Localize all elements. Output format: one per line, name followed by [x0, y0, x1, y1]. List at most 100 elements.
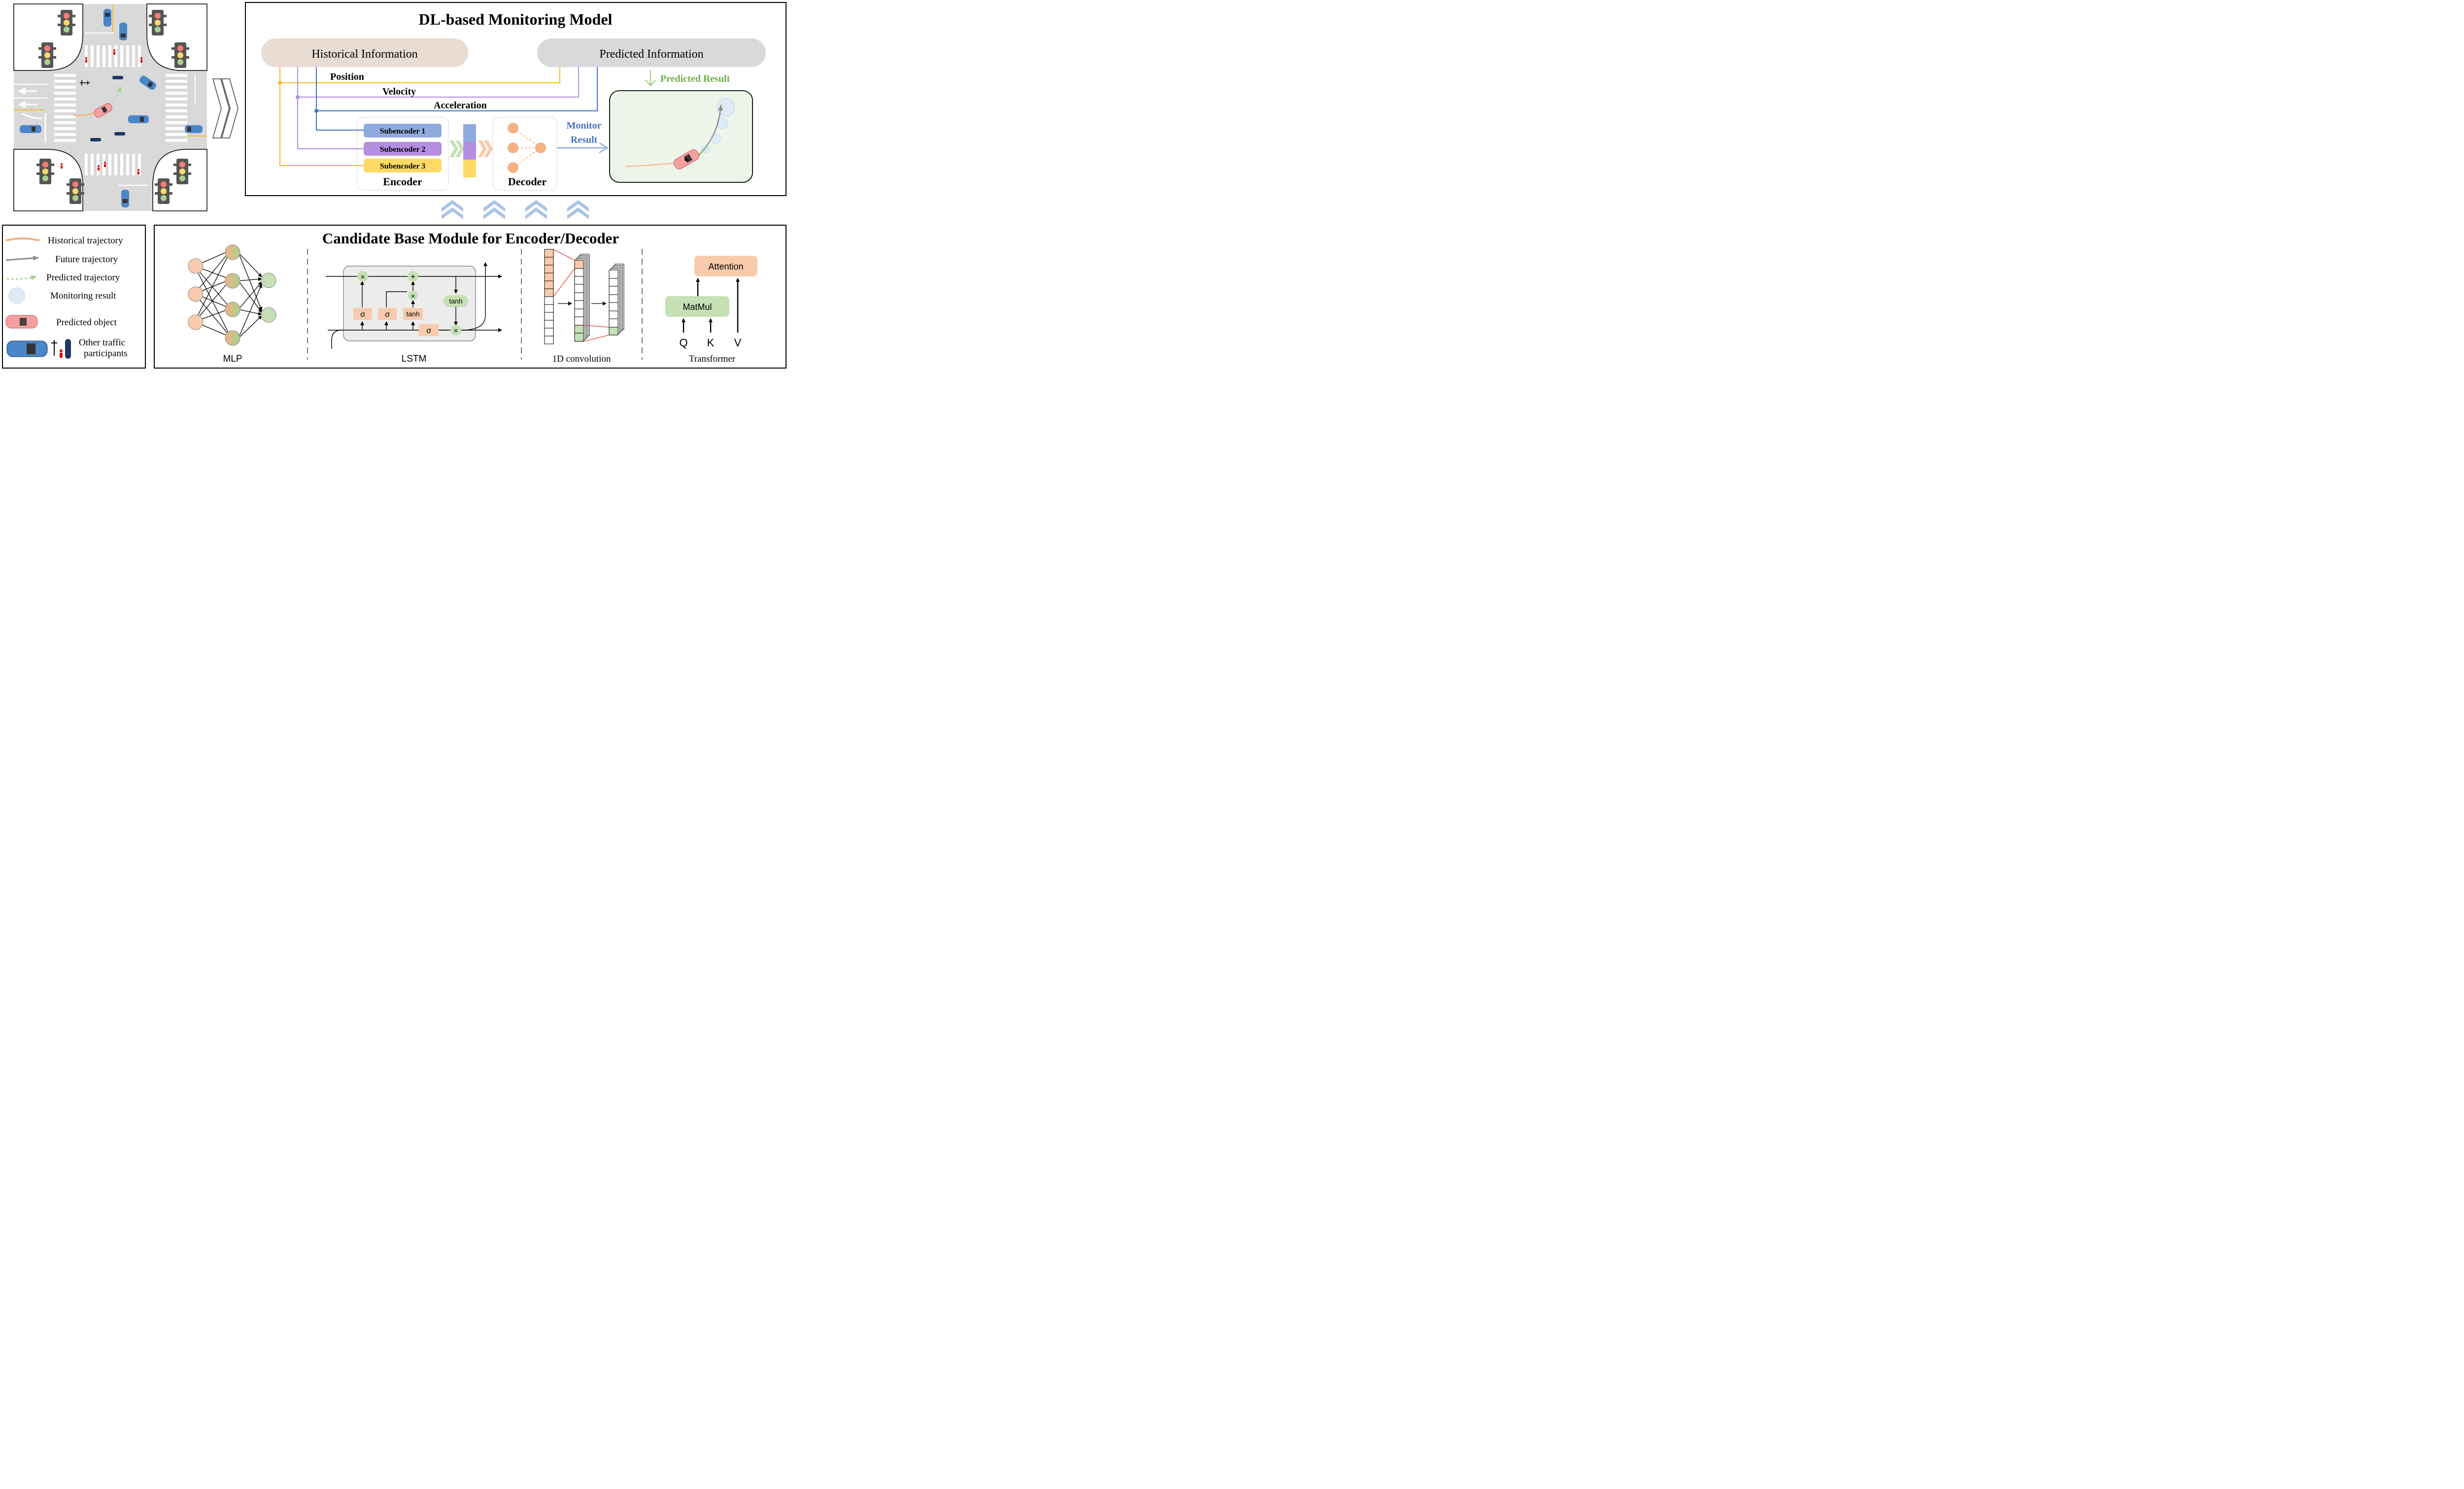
monitor-result-label: Result: [571, 135, 598, 145]
lstm-tanh-op: [444, 295, 468, 307]
mlp-hidden-node: [225, 273, 240, 289]
predicted-info-label: Predicted Information: [599, 48, 703, 61]
position-label: Position: [330, 71, 364, 82]
subencoder-1-label: Subencoder 1: [380, 127, 426, 135]
lstm-sigmoid-gate: [378, 308, 397, 320]
svg-text:σ: σ: [385, 310, 390, 319]
q-label: Q: [679, 337, 687, 349]
bicycle-icon: [80, 80, 90, 86]
traffic-light-icon: [149, 10, 167, 35]
predicted-car-icon: [5, 315, 38, 329]
velocity-line: [298, 67, 579, 98]
predicted-result-label: Predicted Result: [660, 73, 730, 84]
velocity-label: Velocity: [382, 86, 416, 97]
encoder-box: [357, 117, 449, 191]
historical-info-box: [261, 38, 468, 67]
subencoder-2-label: Subencoder 2: [380, 145, 426, 154]
k-label: K: [707, 337, 715, 349]
predicted-result-box: [609, 90, 753, 183]
lstm-cell: [343, 266, 476, 341]
attention-block: [694, 256, 757, 276]
traffic-light-icon: [67, 178, 84, 204]
acceleration-label: Acceleration: [434, 100, 487, 111]
monitoring-model-panel: [245, 2, 787, 196]
position-line: [280, 67, 560, 83]
svg-text:+: +: [411, 272, 415, 281]
svg-text:×: ×: [411, 292, 415, 301]
monitoring-model-title: DL-based Monitoring Model: [419, 10, 613, 28]
lstm-sigmoid-gate: [353, 308, 372, 320]
lstm-multiply-op: [408, 291, 418, 301]
legend-label: Predicted trajectory: [46, 272, 120, 283]
car-icon: [139, 75, 156, 90]
mlp-output-node: [261, 272, 276, 288]
historical-info-label: Historical Information: [311, 48, 417, 61]
subencoder-3: [364, 159, 442, 172]
decoder-node: [508, 142, 518, 153]
decoder-node: [535, 142, 546, 153]
mlp-diagram: [194, 250, 263, 338]
motorcycle-icon: [90, 138, 101, 141]
future-trajectory-swatch: [5, 255, 39, 261]
position-line: [279, 67, 364, 166]
predicted-trajectory-path: [695, 133, 714, 159]
v-label: V: [734, 337, 742, 349]
mlp-hidden-node: [225, 244, 240, 260]
matmul-block: [665, 296, 729, 317]
predicted-trajectory-swatch: [6, 275, 37, 280]
legend-panel: [2, 225, 146, 369]
candidate-module-panel: [154, 225, 787, 369]
motorcycle-icon: [112, 76, 123, 79]
legend-label: Predicted object: [56, 317, 117, 328]
down-arrow-icon: [645, 70, 656, 87]
mlp-input-node: [188, 258, 204, 274]
legend-label: Future trajectory: [55, 254, 118, 265]
mlp-hidden-node: [225, 302, 240, 317]
acceleration-line: [316, 67, 598, 111]
svg-text:σ: σ: [360, 310, 365, 319]
motorcycle-icon: [65, 339, 71, 359]
attention-label: Attention: [708, 262, 743, 271]
mlp-input-node: [188, 314, 204, 330]
svg-text:tanh: tanh: [406, 310, 419, 318]
conv-label: 1D convolution: [552, 354, 611, 364]
historical-trajectory-swatch: [5, 237, 40, 241]
acceleration-line: [316, 67, 364, 131]
future-trajectory-path: [695, 104, 723, 158]
traffic-light-icon: [58, 10, 75, 35]
lstm-sigmoid-gate: [419, 324, 439, 336]
car-icon: [103, 9, 111, 27]
flow-arrow-icon: [212, 78, 239, 138]
monitor-result-label: Monitor: [566, 120, 601, 131]
svg-text:tanh: tanh: [449, 297, 462, 305]
car-icon: [119, 23, 127, 40]
decoder-node: [508, 162, 518, 173]
car-icon: [128, 115, 149, 123]
subencoder-1: [364, 124, 442, 137]
lstm-multiply-op: [450, 325, 461, 336]
legend-label: Monitoring result: [50, 291, 116, 301]
traffic-light-icon: [171, 42, 189, 68]
traffic-light-icon: [36, 159, 54, 184]
decoder-label: Decoder: [508, 175, 547, 188]
candidate-module-title: Candidate Base Module for Encoder/Decode…: [322, 230, 619, 247]
up-chevron-icon: [442, 200, 589, 219]
mlp-input-node: [188, 286, 204, 302]
decoder-box: [492, 117, 557, 191]
monitoring-result-swatch: [8, 287, 25, 304]
pedestrian-icon: [60, 349, 63, 358]
matmul-label: MatMul: [683, 302, 712, 312]
car-icon: [20, 125, 41, 133]
velocity-line: [297, 67, 364, 149]
decoder-node: [508, 123, 518, 134]
bicycle-icon: [51, 340, 57, 356]
traffic-light-icon: [155, 178, 172, 204]
lstm-tanh-gate: [403, 308, 423, 320]
legend-label: Historical trajectory: [48, 236, 123, 246]
car-icon: [185, 125, 203, 133]
pedestrian-icon: [61, 49, 142, 174]
predicted-car-icon: [94, 103, 112, 118]
encoder-label: Encoder: [383, 175, 422, 188]
svg-text:σ: σ: [426, 327, 431, 335]
